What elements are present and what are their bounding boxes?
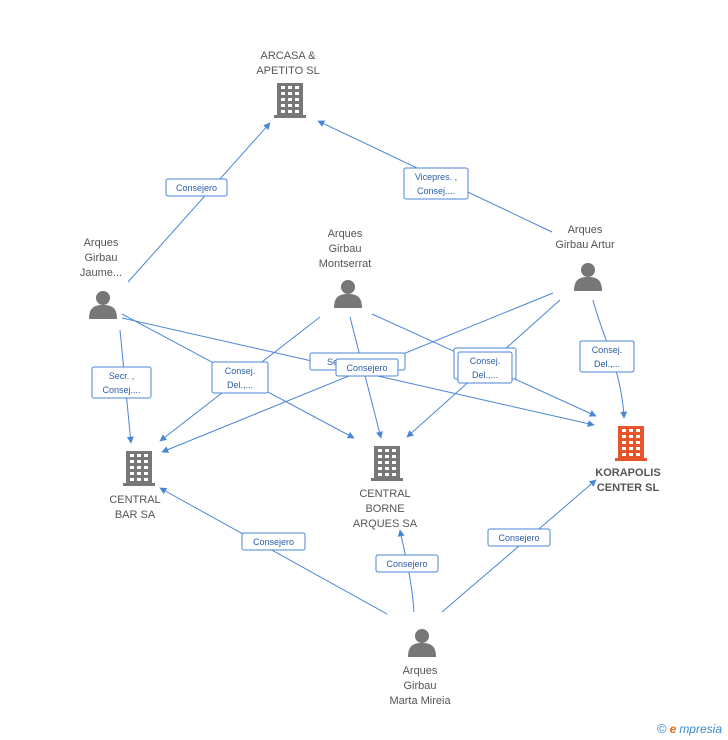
relation-text: Del.,... [472, 370, 498, 380]
marta-label-line[interactable]: Girbau [403, 680, 436, 692]
montserrat-label-line[interactable]: Montserrat [319, 258, 372, 270]
relation-edge [127, 122, 271, 283]
relation-label[interactable]: Consejero [241, 532, 306, 551]
montserrat-label-line[interactable]: Girbau [328, 243, 361, 255]
relation-label[interactable]: Consejero [165, 178, 228, 197]
artur-label-line[interactable]: Girbau Artur [555, 239, 615, 251]
arcasa-label-line[interactable]: ARCASA & [260, 50, 316, 62]
relation-text: Consejero [253, 537, 294, 547]
arcasa-building-icon[interactable] [274, 83, 306, 118]
relation-label[interactable]: Secr. , Consej.... [91, 366, 152, 399]
jaume-label-line[interactable]: Girbau [84, 252, 117, 264]
jaume-person-icon[interactable] [89, 291, 117, 319]
arcasa-label-line[interactable]: APETITO SL [256, 65, 319, 77]
empresia-logo-text: mpresia [679, 721, 722, 736]
central-borne-building-icon[interactable] [371, 446, 403, 481]
relation-text: Consej.... [102, 385, 140, 395]
relation-label[interactable]: Consejero [487, 528, 551, 547]
central-borne-label-line[interactable]: ARQUES SA [353, 518, 418, 530]
marta-person-icon[interactable] [408, 629, 436, 657]
relation-text: Consejero [176, 183, 217, 193]
korapolis-label-line[interactable]: KORAPOLIS [595, 467, 660, 479]
artur-person-icon[interactable] [574, 263, 602, 291]
labels-layer: ARCASA & APETITO SL KORAPOLIS CENTER SL CENT… [80, 50, 661, 707]
korapolis-building-icon[interactable] [615, 426, 647, 461]
central-borne-label-line[interactable]: CENTRAL [359, 488, 410, 500]
korapolis-label-line[interactable]: CENTER SL [597, 482, 660, 494]
central-bar-label-line[interactable]: CENTRAL [109, 494, 160, 506]
jaume-label-line[interactable]: Jaume... [80, 267, 122, 279]
icons-layer [89, 83, 647, 657]
relation-text: Consej. [592, 345, 623, 355]
relation-text: Consej. [225, 366, 256, 376]
relation-label[interactable]: Vicepres. , Consej.... [403, 167, 469, 200]
relation-label[interactable]: Consejero [335, 358, 399, 377]
relation-text: Del.,... [594, 359, 620, 369]
relation-label[interactable]: Consej. Del.,... [579, 340, 635, 373]
relation-label[interactable]: Consejero [375, 554, 439, 573]
central-borne-label-line[interactable]: BORNE [365, 503, 404, 515]
marta-label-line[interactable]: Marta Mireia [389, 695, 451, 707]
marta-label-line[interactable]: Arques [403, 665, 438, 677]
central-bar-building-icon[interactable] [123, 451, 155, 486]
relation-text: Consejero [498, 533, 539, 543]
relation-text: Consej.... [417, 186, 455, 196]
artur-label-line[interactable]: Arques [568, 224, 603, 236]
relation-text: Vicepres. , [415, 172, 457, 182]
empresia-logo-initial: e [669, 721, 677, 736]
relation-text: Consejero [386, 559, 427, 569]
relations-layer: Consejero Vicepres. , Consej.... Secr. , Con… [91, 167, 635, 573]
montserrat-label-line[interactable]: Arques [328, 228, 363, 240]
copyright-symbol: © [657, 721, 667, 736]
montserrat-person-icon[interactable] [334, 280, 362, 308]
jaume-label-line[interactable]: Arques [84, 237, 119, 249]
central-bar-label-line[interactable]: BAR SA [115, 509, 156, 521]
relation-edge [349, 316, 383, 439]
relation-edge [159, 487, 388, 615]
relation-text: Del.,... [227, 380, 253, 390]
relation-label[interactable]: Consej. Del.,... [211, 361, 269, 394]
relation-text: Consejero [346, 363, 387, 373]
relation-text: Consej. [470, 356, 501, 366]
relation-text: Secr. , [109, 371, 135, 381]
relation-label[interactable]: Consej. Del.,... [457, 351, 513, 384]
